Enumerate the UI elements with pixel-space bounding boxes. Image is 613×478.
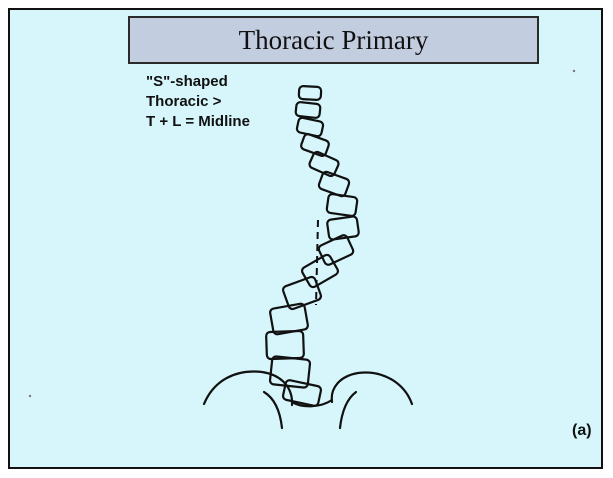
panel-label: (a) (572, 422, 592, 440)
vertebra-2 (295, 102, 320, 118)
left-iliac-wing (264, 392, 282, 428)
vertebra-9 (318, 234, 355, 266)
right-iliac-crest (332, 373, 412, 404)
scan-specks (29, 70, 575, 397)
vertebra-13 (266, 331, 304, 359)
right-iliac-wing (340, 392, 356, 428)
vertebra-15 (282, 379, 321, 406)
vertebra-1 (299, 86, 322, 100)
vertebral-column (266, 86, 359, 407)
left-iliac-crest (204, 372, 292, 405)
midline-reference (316, 220, 318, 305)
vertebra-10 (301, 253, 340, 288)
